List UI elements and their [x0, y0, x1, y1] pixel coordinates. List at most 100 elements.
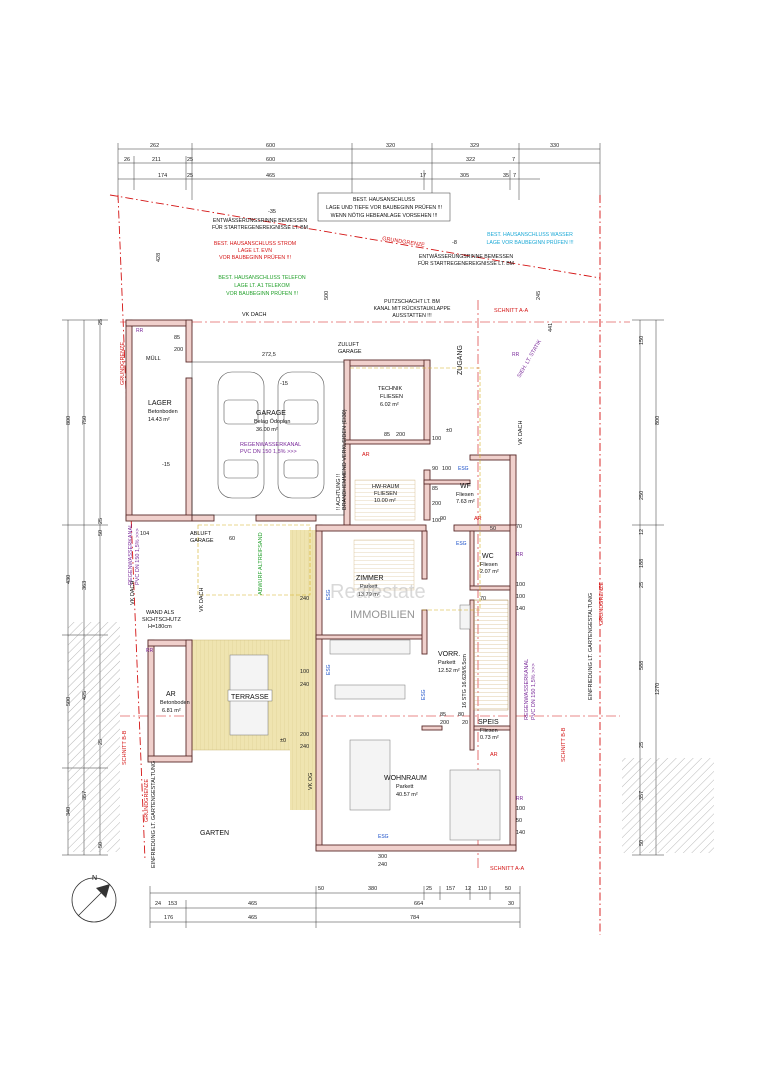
label-zuluft: ZULUFT	[338, 342, 360, 348]
note-line: VOR BAUBEGINN PRÜFEN !!!	[226, 290, 298, 297]
marker-esg: ESG	[326, 589, 332, 600]
room-wohnraum-area: 40.57 m²	[396, 792, 418, 798]
dim-label: 20	[462, 720, 468, 726]
label-vk-og: VK OG	[308, 773, 314, 790]
label-wand-1: WAND ALS	[146, 610, 175, 616]
note-rinne-left: ENTWÄSSERUNGSRINNE BEMESSEN FÜR STARTREG…	[212, 217, 308, 231]
room-hw-floor: FLIESEN	[374, 491, 397, 497]
label-vk-dach-left: VK DACH	[130, 581, 136, 605]
dim-label: 240	[378, 862, 387, 868]
dim-label: 50	[505, 886, 511, 892]
dim-label: 100	[442, 466, 451, 472]
dim-label: 320	[386, 143, 395, 149]
room-wf-area: 7.63 m²	[456, 499, 475, 505]
dim-label: 363	[82, 581, 88, 590]
label-rain-canal-garage: REGENWASSERKANAL	[240, 442, 301, 448]
label-garten: GARTEN	[200, 830, 229, 837]
room-wf-floor: Fliesen	[456, 492, 474, 498]
garage-outline	[191, 361, 345, 516]
dim-label: 465	[248, 915, 257, 921]
dim-label: 188	[639, 559, 645, 568]
dim-label: 262	[150, 143, 159, 149]
room-vorr: VORR.	[438, 651, 460, 658]
label-rain-canal-left-sub: PVC DN 150 1,5% >>>	[135, 528, 141, 585]
label-rain-canal-right-sub: PVC DN 150 1,5% >>>	[531, 663, 537, 720]
marker-esg: ESG	[421, 689, 427, 700]
watermark-sub: IMMOBILIEN	[350, 609, 415, 621]
dim-label: 25	[639, 742, 645, 748]
marker-rr: RR	[512, 352, 520, 358]
label-stairs: 16 STG 16.628/6.5cm	[462, 654, 468, 708]
dim-label: 24	[155, 901, 161, 907]
room-zimmer: ZIMMER	[356, 575, 384, 582]
dim-label: 664	[414, 901, 423, 907]
dim-label: 200	[174, 347, 183, 353]
label-vk-dach-top: VK DACH	[242, 312, 266, 318]
dim-label: 85	[174, 335, 180, 341]
dim-label: 7	[512, 157, 515, 163]
neighbour-hatch-right	[622, 758, 714, 853]
marker-ar: AR	[490, 752, 498, 758]
level-marker: -8	[452, 240, 457, 246]
dim-label: 100	[516, 594, 525, 600]
room-garage: GARAGE	[256, 410, 286, 417]
dim-label: 305	[460, 173, 469, 179]
car-left-icon	[217, 371, 265, 499]
room-ar-small: AR	[166, 691, 176, 698]
dim-label: 800	[66, 416, 72, 425]
dim-label: 100	[432, 436, 441, 442]
dim-label: 110	[478, 886, 487, 892]
marker-ar: AR	[474, 516, 482, 522]
dim-label: 90	[432, 466, 438, 472]
north-label: N	[92, 875, 97, 882]
dim-label: 329	[470, 143, 479, 149]
marker-esg: ESG	[326, 664, 332, 675]
label-statik: SIEH. LT. STATIK	[517, 339, 544, 379]
watermark: Realestate	[330, 581, 426, 603]
room-zimmer-area: 13.79 m²	[358, 592, 380, 598]
dim-label: 50	[98, 530, 104, 536]
label-vk-dach-right: VK DACH	[518, 421, 524, 445]
dim-label: 428	[156, 253, 162, 262]
label-grundgrenze-bottom: GRUNDGRENZE	[144, 779, 150, 822]
dim-label: 245	[536, 291, 542, 300]
dim-label: 25	[98, 319, 104, 325]
marker-esg: ESG	[456, 541, 467, 547]
note-strom: BEST. HAUSANSCHLUSS STROM LAGE LT. EVN V…	[214, 241, 296, 261]
label-abwurf: ABWURF ALTREIFSAND	[258, 532, 264, 595]
dim-label: 330	[550, 143, 559, 149]
label-grundgrenze-right: GRUNDGRENZE	[599, 582, 605, 625]
marker-ar: AR	[362, 452, 370, 458]
level-marker: ±0	[280, 738, 286, 744]
dim-label: 60	[229, 536, 235, 542]
label-rain-canal-left: REGENWASSERKANAL	[128, 524, 134, 585]
room-lager-floor: Betonboden	[148, 409, 178, 415]
label-schnitt-aa-bottom: SCHNITT A-A	[490, 866, 524, 872]
dim-label: 17	[420, 173, 426, 179]
marker-rr: RR	[146, 648, 154, 654]
label-schnitt-bb-right: SCHNITT B-B	[561, 727, 567, 762]
note-line: LAGE UND TIEFE VOR BAUBEGINN PRÜFEN !!!	[326, 204, 442, 211]
dim-label: 588	[639, 661, 645, 670]
staircase	[473, 599, 509, 711]
dim-label: 25	[187, 157, 193, 163]
dim-label: 200	[300, 732, 309, 738]
room-terrasse: TERRASSE	[231, 694, 269, 701]
dim-label: 272,5	[262, 352, 276, 358]
dim-label: 85	[440, 712, 446, 718]
dim-label: 30	[508, 901, 514, 907]
dim-label: 174	[158, 173, 167, 179]
room-lager: LAGER	[148, 400, 172, 407]
dim-label: 380	[368, 886, 377, 892]
label-achtung-2: BRANDHEMMEND VERKLEIDEN (EI30)	[342, 409, 348, 510]
room-technik-area: 6.02 m²	[380, 402, 399, 408]
dimension-lines-top	[117, 143, 601, 200]
terrace-label-box	[227, 689, 273, 702]
dim-label: 500	[324, 291, 330, 300]
room-hw-raum: HW-RAUM	[372, 484, 400, 490]
dim-label: 211	[152, 157, 161, 163]
note-line: PUTZSCHACHT LT. BM	[384, 299, 440, 305]
note-hausanschluss: BEST. HAUSANSCHLUSS LAGE UND TIEFE VOR B…	[317, 192, 451, 222]
dim-label: 240	[300, 744, 309, 750]
note-putzschacht: PUTZSCHACHT LT. BM KANAL MIT RÜCKSTAUKLA…	[374, 299, 451, 319]
